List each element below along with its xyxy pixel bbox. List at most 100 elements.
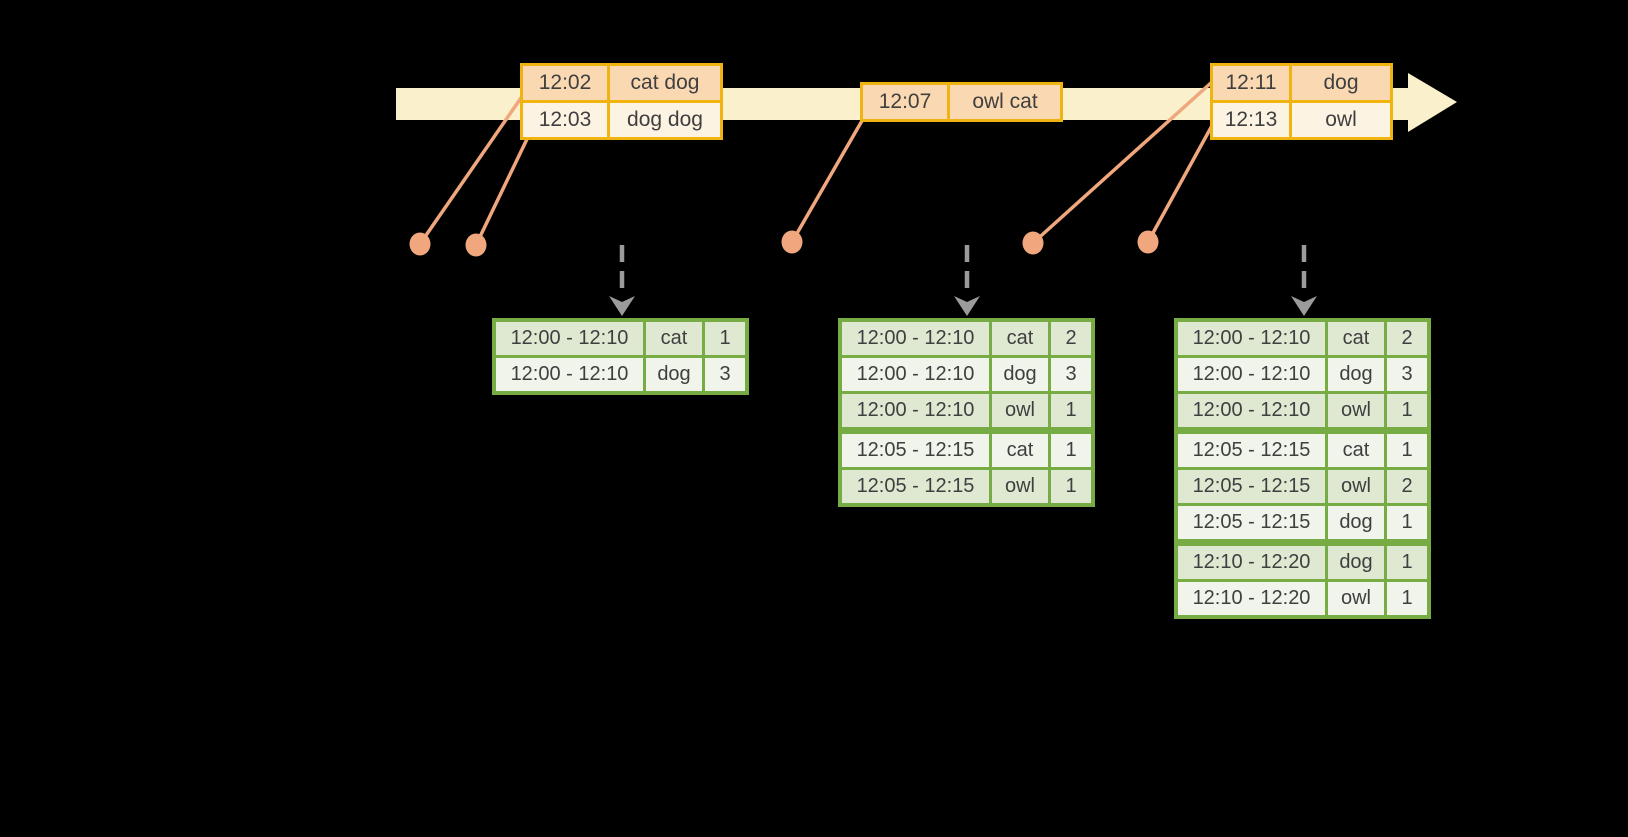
event-table-3: 12:11 dog 12:13 owl bbox=[1210, 63, 1393, 140]
event-dot bbox=[409, 232, 431, 256]
result-window-cell: 12:05 - 12:15 bbox=[1178, 506, 1325, 539]
result-word-cell: dog bbox=[1328, 546, 1384, 579]
event-table-2: 12:07 owl cat bbox=[860, 82, 1063, 122]
event-words-cell: owl cat bbox=[950, 85, 1060, 119]
event-dot bbox=[1022, 231, 1044, 255]
result-row: 12:05 - 12:15 dog 1 bbox=[1178, 506, 1427, 539]
event-dot bbox=[1137, 230, 1159, 254]
result-word-cell: owl bbox=[1328, 582, 1384, 615]
result-count-cell: 1 bbox=[705, 322, 745, 355]
result-row: 12:00 - 12:10 dog 3 bbox=[842, 358, 1091, 391]
result-row: 12:00 - 12:10 cat 2 bbox=[842, 322, 1091, 355]
event-time-cell: 12:07 bbox=[863, 85, 947, 119]
result-window-cell: 12:00 - 12:10 bbox=[1178, 394, 1325, 427]
result-window-cell: 12:00 - 12:10 bbox=[496, 358, 643, 391]
result-count-cell: 2 bbox=[1387, 322, 1427, 355]
event-dot bbox=[465, 233, 487, 257]
event-row: 12:02 cat dog bbox=[523, 66, 720, 100]
result-word-cell: dog bbox=[646, 358, 702, 391]
event-row: 12:07 owl cat bbox=[863, 85, 1060, 119]
result-window-cell: 12:00 - 12:10 bbox=[842, 322, 989, 355]
result-word-cell: owl bbox=[1328, 394, 1384, 427]
result-window-cell: 12:05 - 12:15 bbox=[1178, 470, 1325, 503]
result-window-cell: 12:05 - 12:15 bbox=[842, 434, 989, 467]
trigger-arrow bbox=[954, 245, 980, 316]
result-row: 12:05 - 12:15 cat 1 bbox=[842, 434, 1091, 467]
event-time-cell: 12:13 bbox=[1213, 103, 1289, 137]
trigger-arrowhead-icon bbox=[1291, 296, 1317, 316]
event-connector-line bbox=[1031, 80, 1214, 245]
event-words-cell: owl bbox=[1292, 103, 1390, 137]
event-connector-lines bbox=[418, 80, 1216, 246]
result-window-cell: 12:05 - 12:15 bbox=[842, 470, 989, 503]
result-count-cell: 2 bbox=[1387, 470, 1427, 503]
result-word-cell: cat bbox=[1328, 322, 1384, 355]
result-word-cell: cat bbox=[992, 434, 1048, 467]
result-count-cell: 1 bbox=[1387, 582, 1427, 615]
result-row: 12:00 - 12:10 dog 3 bbox=[496, 358, 745, 391]
trigger-arrowhead-icon bbox=[954, 296, 980, 316]
result-row: 12:05 - 12:15 cat 1 bbox=[1178, 434, 1427, 467]
result-count-cell: 1 bbox=[1387, 394, 1427, 427]
event-time-cell: 12:03 bbox=[523, 103, 607, 137]
trigger-arrowhead-icon bbox=[609, 296, 635, 316]
result-word-cell: owl bbox=[992, 470, 1048, 503]
event-row: 12:11 dog bbox=[1213, 66, 1390, 100]
result-window-cell: 12:00 - 12:10 bbox=[842, 394, 989, 427]
result-table-1: 12:00 - 12:10 cat 1 12:00 - 12:10 dog 3 bbox=[492, 318, 749, 395]
event-words-cell: cat dog bbox=[610, 66, 720, 100]
trigger-arrow bbox=[1291, 245, 1317, 316]
result-count-cell: 1 bbox=[1387, 546, 1427, 579]
event-connector-line bbox=[418, 94, 525, 245]
result-word-cell: cat bbox=[992, 322, 1048, 355]
event-connector-line bbox=[790, 118, 865, 243]
result-window-cell: 12:05 - 12:15 bbox=[1178, 434, 1325, 467]
result-word-cell: owl bbox=[1328, 470, 1384, 503]
result-word-cell: dog bbox=[1328, 506, 1384, 539]
event-row: 12:13 owl bbox=[1213, 103, 1390, 137]
result-count-cell: 2 bbox=[1051, 322, 1091, 355]
result-row: 12:05 - 12:15 owl 2 bbox=[1178, 470, 1427, 503]
result-window-cell: 12:00 - 12:10 bbox=[1178, 322, 1325, 355]
result-row: 12:10 - 12:20 dog 1 bbox=[1178, 546, 1427, 579]
result-row: 12:10 - 12:20 owl 1 bbox=[1178, 582, 1427, 615]
result-table-3: 12:00 - 12:10 cat 2 12:00 - 12:10 dog 3 … bbox=[1174, 318, 1431, 619]
result-row: 12:00 - 12:10 cat 1 bbox=[496, 322, 745, 355]
result-count-cell: 1 bbox=[1387, 506, 1427, 539]
timeline-arrowhead-icon bbox=[1408, 73, 1457, 132]
result-word-cell: owl bbox=[992, 394, 1048, 427]
result-word-cell: cat bbox=[646, 322, 702, 355]
event-words-cell: dog dog bbox=[610, 103, 720, 137]
trigger-arrow bbox=[609, 245, 635, 316]
result-row: 12:00 - 12:10 owl 1 bbox=[842, 394, 1091, 427]
result-row: 12:05 - 12:15 owl 1 bbox=[842, 470, 1091, 503]
event-time-cell: 12:02 bbox=[523, 66, 607, 100]
result-window-cell: 12:00 - 12:10 bbox=[842, 358, 989, 391]
result-word-cell: dog bbox=[1328, 358, 1384, 391]
event-dot bbox=[781, 230, 803, 254]
result-count-cell: 1 bbox=[1051, 470, 1091, 503]
event-time-cell: 12:11 bbox=[1213, 66, 1289, 100]
result-word-cell: cat bbox=[1328, 434, 1384, 467]
result-window-cell: 12:10 - 12:20 bbox=[1178, 582, 1325, 615]
result-count-cell: 1 bbox=[1051, 434, 1091, 467]
result-row: 12:00 - 12:10 cat 2 bbox=[1178, 322, 1427, 355]
event-connector-line bbox=[474, 136, 530, 246]
result-window-cell: 12:00 - 12:10 bbox=[496, 322, 643, 355]
event-words-cell: dog bbox=[1292, 66, 1390, 100]
result-count-cell: 3 bbox=[1051, 358, 1091, 391]
result-row: 12:00 - 12:10 owl 1 bbox=[1178, 394, 1427, 427]
trigger-arrows bbox=[609, 245, 1317, 316]
event-dots bbox=[409, 230, 1159, 257]
result-word-cell: dog bbox=[992, 358, 1048, 391]
result-count-cell: 1 bbox=[1051, 394, 1091, 427]
result-table-2: 12:00 - 12:10 cat 2 12:00 - 12:10 dog 3 … bbox=[838, 318, 1095, 507]
result-window-cell: 12:10 - 12:20 bbox=[1178, 546, 1325, 579]
result-count-cell: 3 bbox=[705, 358, 745, 391]
event-row: 12:03 dog dog bbox=[523, 103, 720, 137]
result-window-cell: 12:00 - 12:10 bbox=[1178, 358, 1325, 391]
event-table-1: 12:02 cat dog 12:03 dog dog bbox=[520, 63, 723, 140]
result-count-cell: 3 bbox=[1387, 358, 1427, 391]
result-row: 12:00 - 12:10 dog 3 bbox=[1178, 358, 1427, 391]
